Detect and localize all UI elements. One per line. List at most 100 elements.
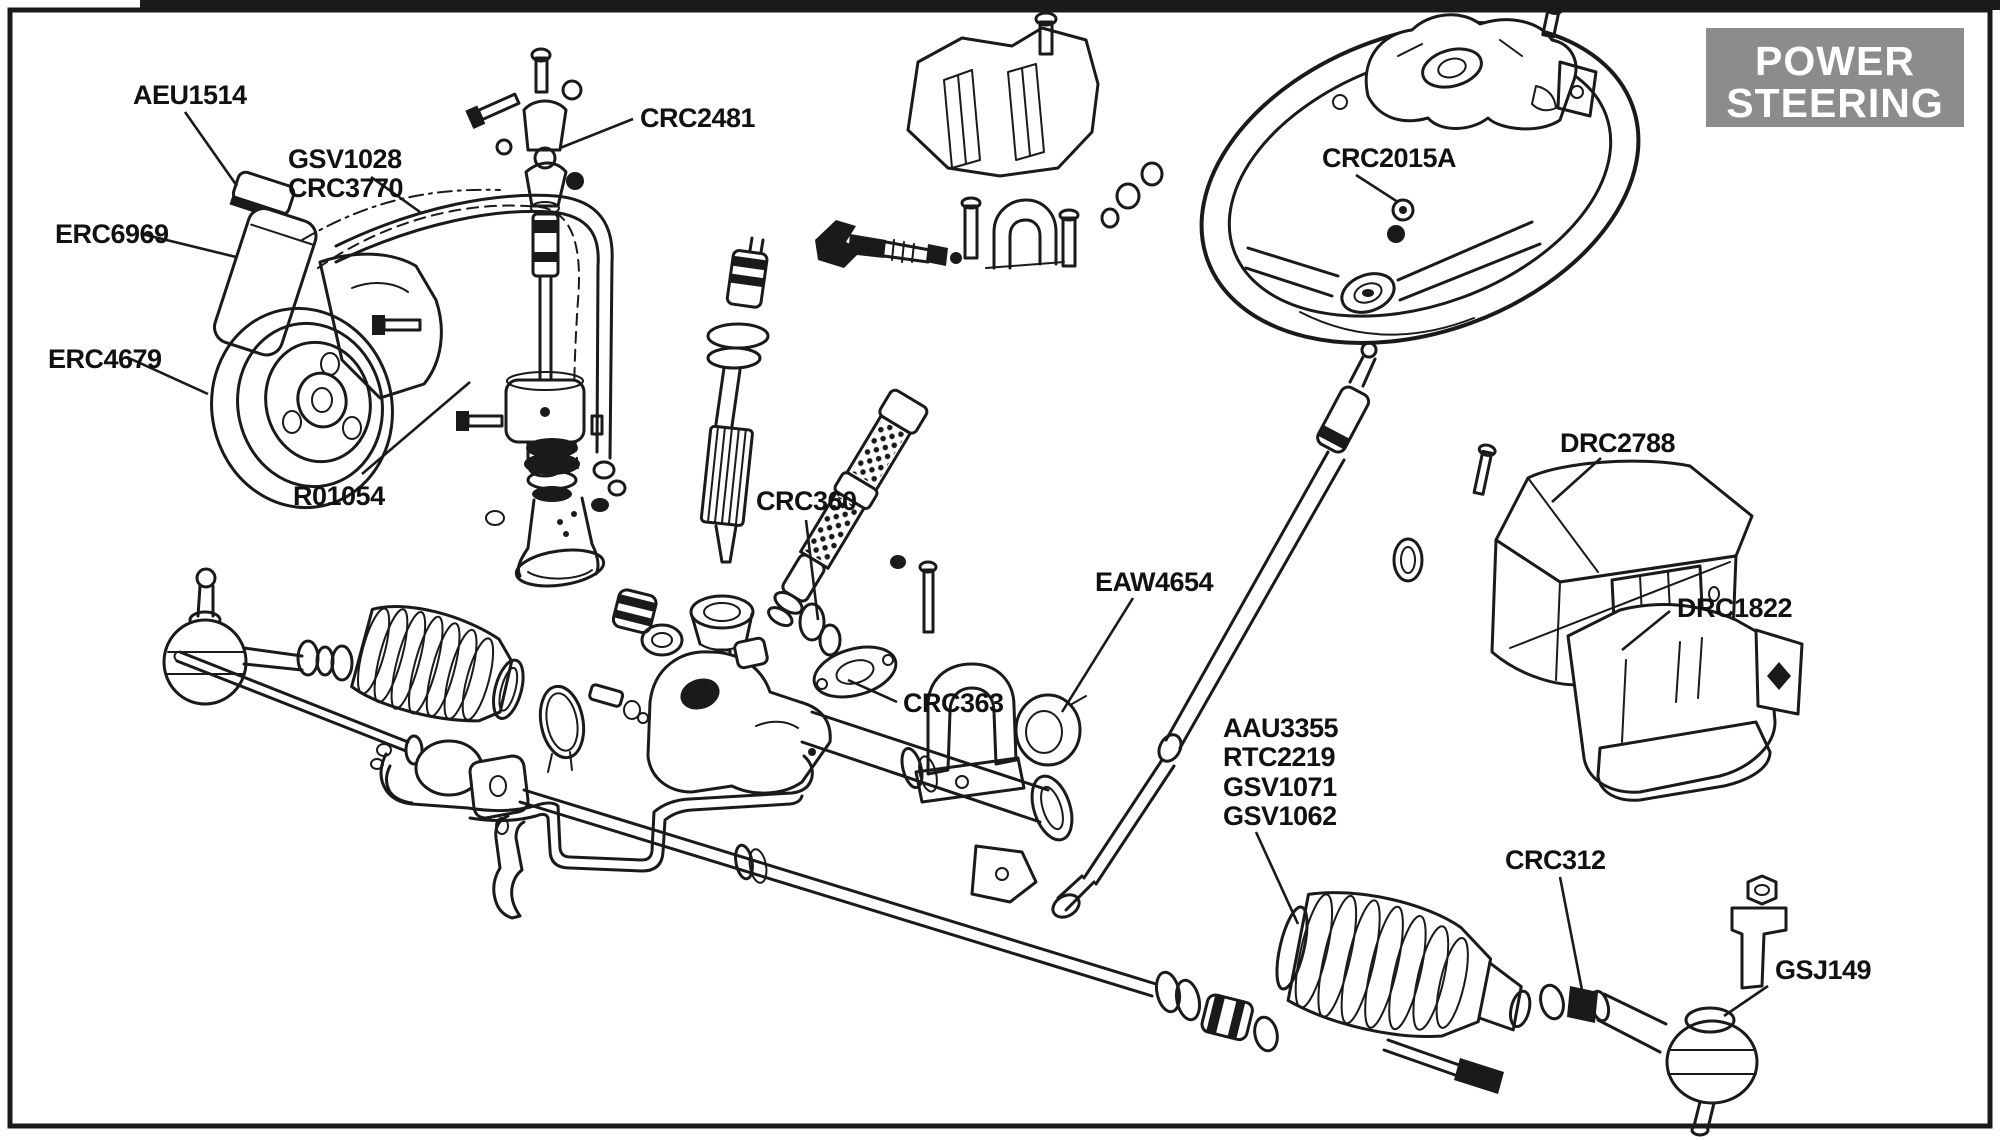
crc312-clip xyxy=(1567,986,1598,1023)
right-tie-rod-end xyxy=(1589,989,1759,1137)
label-crc2481: CRC2481 xyxy=(640,103,756,133)
washer xyxy=(1140,161,1164,187)
column-seal-stack xyxy=(524,438,580,502)
column-mounting-bracket xyxy=(906,11,1100,178)
uj-top-bolt xyxy=(534,56,549,94)
leader-drc2788 xyxy=(1551,457,1602,503)
upper-universal-joint-assembly xyxy=(456,47,606,588)
pump-reservoir xyxy=(212,206,318,357)
title-line-2: STEERING xyxy=(1726,80,1944,126)
washer xyxy=(1115,182,1141,210)
steering-rack-bar xyxy=(173,650,1504,1094)
label-gsv1071: GSV1071 xyxy=(1223,772,1337,802)
column-lower-shroud xyxy=(1566,603,1804,802)
leader-erc4679 xyxy=(130,357,209,396)
uj-lower-yoke xyxy=(524,161,568,208)
saddle-clamp xyxy=(992,198,1058,270)
hose-nut xyxy=(591,498,609,512)
leader-aeu1514 xyxy=(183,111,239,187)
leader-erc6969 xyxy=(141,232,237,259)
wheel-spoke xyxy=(1396,220,1534,282)
washer xyxy=(495,138,513,156)
label-crc363: CRC363 xyxy=(903,688,1004,718)
label-crc312: CRC312 xyxy=(1505,845,1606,875)
tube-clamp-ring xyxy=(900,746,924,790)
column-lower-flange xyxy=(798,602,898,699)
hose-banjo-fitting xyxy=(592,460,616,480)
column-coupling xyxy=(531,212,560,278)
label-aeu1514: AEU1514 xyxy=(133,80,247,110)
pump-pulley xyxy=(210,306,394,510)
label-aau3355: AAU3355 xyxy=(1223,713,1339,743)
intermediate-shaft-black-uj xyxy=(815,220,962,268)
nut xyxy=(561,79,583,101)
tie-rod-clip xyxy=(1730,906,1788,990)
leader-drc1822 xyxy=(1621,609,1671,652)
label-r01054: R01054 xyxy=(293,481,385,511)
washer xyxy=(1100,207,1120,229)
bush-nut xyxy=(590,414,604,436)
label-drc1822: DRC1822 xyxy=(1677,593,1792,623)
shroud-ring xyxy=(1392,537,1424,583)
leader-crc2481 xyxy=(559,117,634,150)
bush-bolt xyxy=(466,414,504,428)
washer xyxy=(485,510,505,526)
rack-mount-tab xyxy=(970,844,1038,904)
title-box-background xyxy=(1706,28,1964,127)
leader-lines xyxy=(130,111,1769,1018)
power-steering-pump xyxy=(210,79,584,526)
nut-dark xyxy=(566,172,584,190)
pinion-bearing-flange xyxy=(689,594,755,630)
leader-crc360 xyxy=(804,519,820,621)
label-drc2788: DRC2788 xyxy=(1560,428,1676,458)
flexible-column-tube xyxy=(767,388,929,628)
boot-washer xyxy=(1539,983,1565,1021)
support-bolt xyxy=(922,568,935,634)
rack-pinion-housing xyxy=(646,636,832,795)
uj-upper-yoke xyxy=(522,99,568,152)
leader-gsv1028-crc3770 xyxy=(370,175,421,214)
leader-crc2015a xyxy=(1355,173,1399,204)
clamp-stud xyxy=(963,204,979,260)
wheel-hub xyxy=(1340,272,1396,314)
leader-crc363 xyxy=(847,678,898,704)
title-box: POWER STEERING xyxy=(1706,28,1964,127)
rack-bar-end-washers xyxy=(1154,970,1279,1053)
pinion-input-shaft xyxy=(689,236,770,670)
hydraulic-pipes xyxy=(370,743,814,873)
leader-gsj149 xyxy=(1723,984,1769,1018)
right-steering-boot xyxy=(1275,891,1532,1038)
shroud-stud xyxy=(1472,449,1494,496)
scan-edge-strip xyxy=(140,0,2000,10)
rack-tube xyxy=(800,710,1074,904)
leader-crc312 xyxy=(1558,876,1584,991)
label-erc6969: ERC6969 xyxy=(55,219,169,249)
left-boot-clamp xyxy=(538,683,649,773)
tie-rod-nut xyxy=(1746,874,1778,906)
small-nut xyxy=(890,555,906,569)
washer xyxy=(1332,94,1348,110)
wheel-spoke xyxy=(1246,246,1340,278)
column-support-bracket xyxy=(914,560,1087,804)
label-gsv1062: GSV1062 xyxy=(1223,801,1337,831)
saddle-clamp-and-studs xyxy=(960,161,1164,270)
label-erc4679: ERC4679 xyxy=(48,344,162,374)
leader-r01054 xyxy=(361,381,471,475)
column-elbow-housing xyxy=(514,496,606,588)
hose-fitting xyxy=(607,479,627,497)
leader-eaw4654 xyxy=(1060,597,1135,713)
leader-aau3355-group xyxy=(1254,831,1300,925)
clamp-stud xyxy=(1061,216,1077,268)
left-boot-washers xyxy=(296,639,354,682)
pump-body-line xyxy=(351,282,409,293)
support-grommet xyxy=(1014,693,1082,767)
label-gsj149: GSJ149 xyxy=(1775,955,1872,985)
lock-plate xyxy=(468,754,530,820)
label-crc360: CRC360 xyxy=(756,486,857,516)
label-gsv1028: GSV1028 xyxy=(288,144,402,174)
diagram-border-frame xyxy=(7,7,1993,1129)
rack-bar-threaded-tip xyxy=(1454,1058,1504,1094)
uj-pinch-bolt xyxy=(476,92,521,122)
